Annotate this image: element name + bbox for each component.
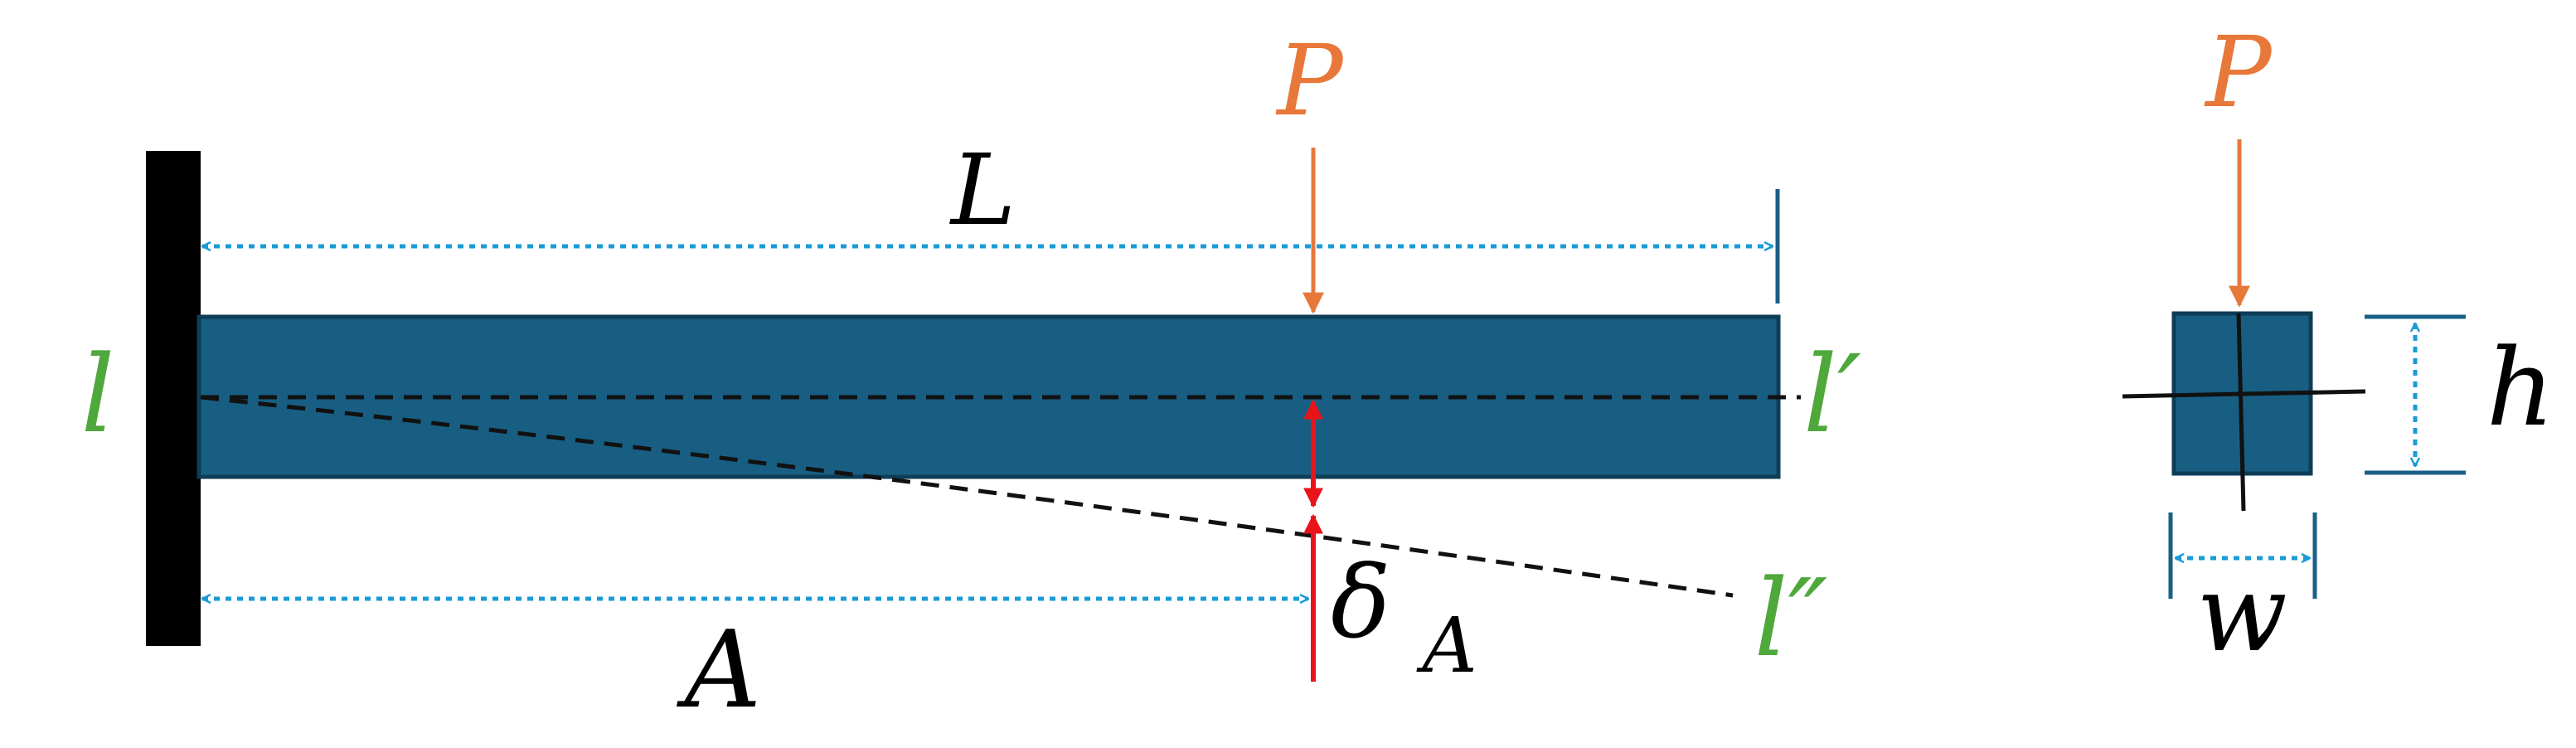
deflection-subscript: A [1415, 601, 1477, 690]
deflected-axis-curve [200, 395, 1734, 598]
width-label: w [2196, 552, 2287, 676]
deflected-end-label: l″ [1754, 557, 1828, 681]
height-label: h [2486, 327, 2554, 450]
fixed-end-label: l [81, 333, 115, 457]
load-position-label: A [677, 609, 761, 732]
cross-section-vertical-axis [2236, 313, 2246, 512]
cross-section-horizontal-axis [2122, 389, 2366, 399]
load-label: P [1275, 23, 1345, 138]
free-end-label: l′ [1803, 333, 1861, 457]
length-label: L [949, 133, 1016, 247]
deflection-label: δ A [1331, 546, 1477, 690]
cross-section-load-label: P [2204, 15, 2273, 129]
deflection-symbol: δ [1331, 546, 1390, 661]
fixed-support-wall [146, 151, 201, 646]
